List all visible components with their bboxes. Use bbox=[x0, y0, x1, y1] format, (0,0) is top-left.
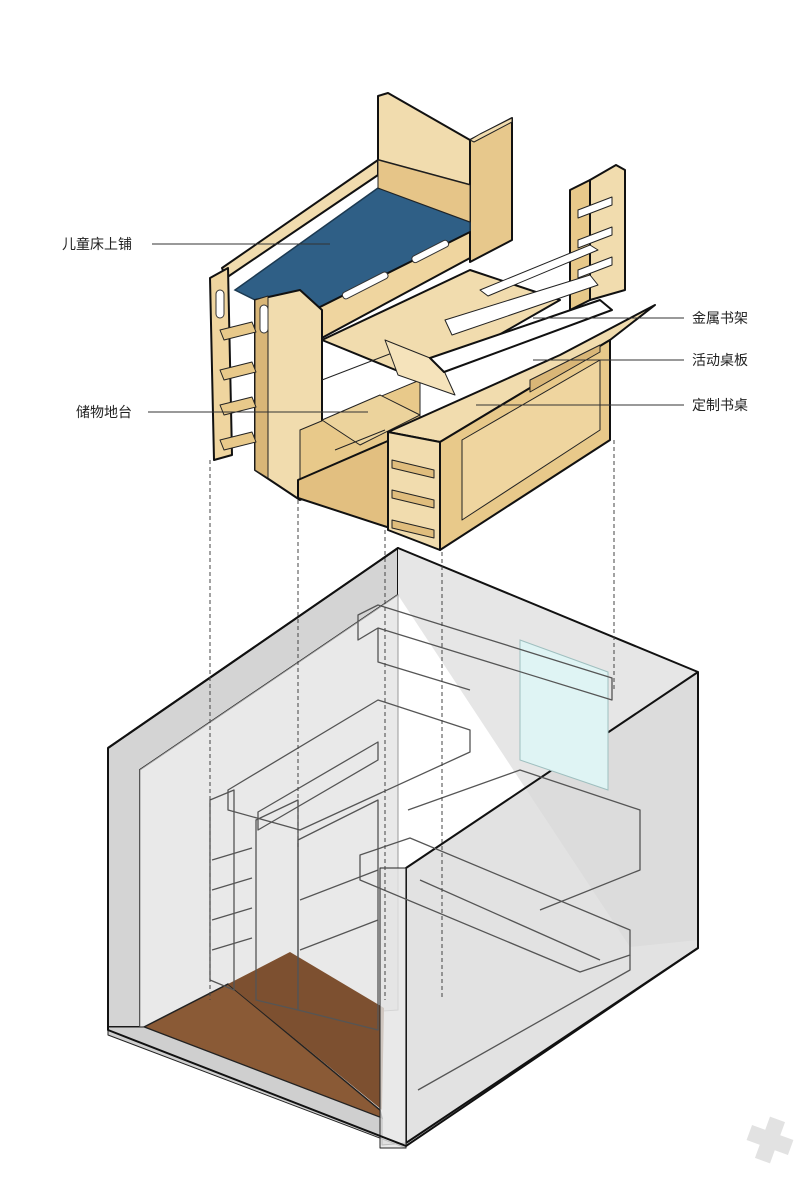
room-front-post bbox=[379, 867, 407, 1149]
label-metal-bookshelf: 金属书架 bbox=[692, 311, 748, 327]
window-glass bbox=[519, 639, 609, 791]
ladder-side bbox=[254, 295, 269, 479]
label-storage-platform: 储物地台 bbox=[76, 405, 132, 421]
metal-bookshelf bbox=[479, 244, 599, 297]
storage-steps bbox=[321, 394, 421, 446]
storage-platform-top bbox=[321, 269, 561, 381]
metal-bookshelf-lower bbox=[444, 274, 599, 336]
projection-lines bbox=[209, 440, 615, 1000]
room-box bbox=[107, 547, 699, 1149]
label-custom-desk: 定制书桌 bbox=[692, 398, 748, 414]
bunk-furniture bbox=[209, 92, 656, 551]
annotation-layer: 儿童床上铺 储物地台 金属书架 活动桌板 定制书桌 bbox=[62, 236, 748, 421]
room-floor-dark bbox=[228, 952, 384, 1110]
ladder-steps bbox=[219, 321, 257, 451]
bunk-headboard bbox=[377, 159, 471, 223]
bunk-back-post-top bbox=[469, 117, 513, 143]
custom-desk-front bbox=[387, 431, 441, 551]
plus-cross-icon bbox=[746, 1116, 794, 1164]
label-movable-desktop: 活动桌板 bbox=[692, 353, 748, 369]
storage-lid bbox=[384, 339, 456, 396]
ghost-furniture bbox=[209, 604, 641, 1091]
label-upper-bunk: 儿童床上铺 bbox=[62, 236, 132, 253]
